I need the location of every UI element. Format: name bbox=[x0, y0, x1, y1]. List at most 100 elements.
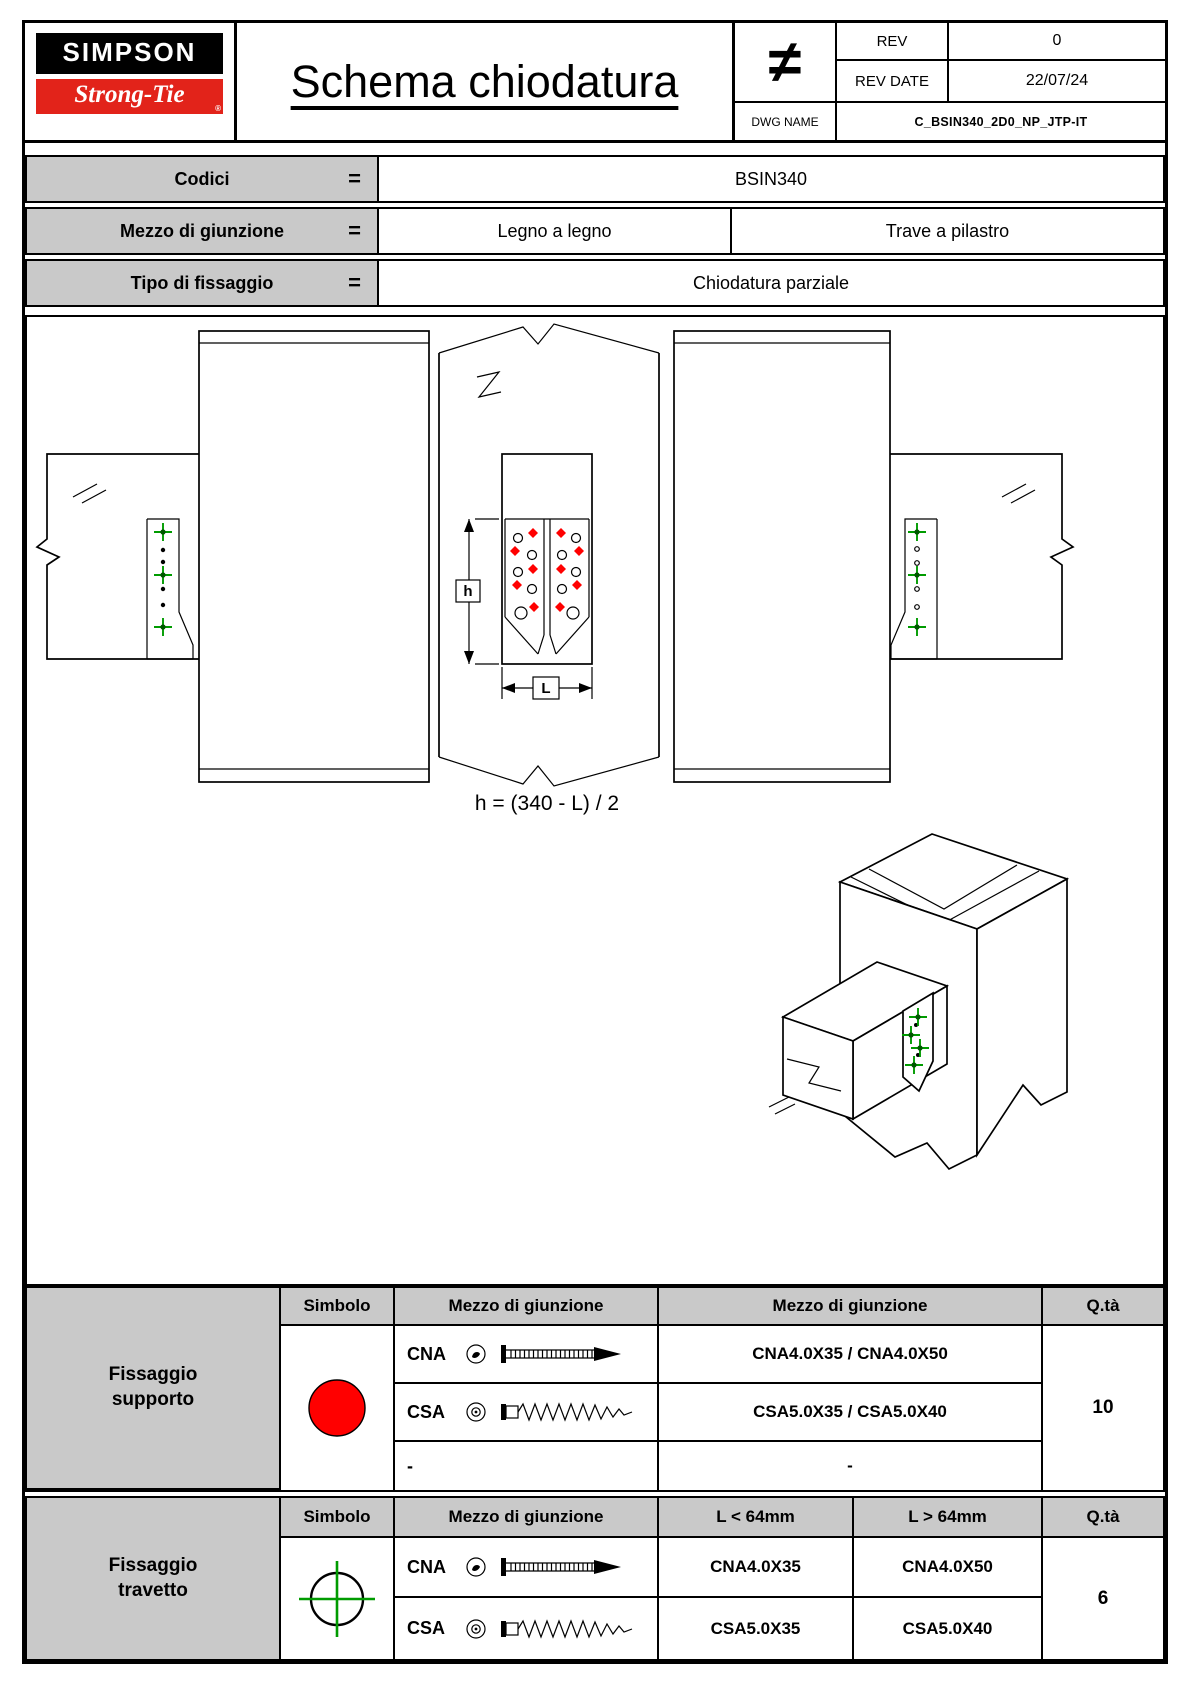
csa-head-mark-icon bbox=[466, 1618, 486, 1639]
break-mark-icon bbox=[476, 371, 502, 398]
col-header-simbolo: Simbolo bbox=[281, 1498, 395, 1538]
registered-mark: ® bbox=[215, 104, 221, 113]
dwg-name-value-cell: C_BSIN340_2D0_NP_JTP-IT bbox=[837, 103, 1165, 143]
strongtie-logo: Strong-Tie ® bbox=[36, 79, 223, 114]
nail-icon bbox=[501, 1345, 621, 1363]
mezzo-label-text: Mezzo di giunzione bbox=[120, 220, 284, 241]
green-crosshair-symbol bbox=[299, 1560, 375, 1637]
csa-head-mark-icon bbox=[466, 1402, 486, 1422]
fissaggio-value: Chiodatura parziale bbox=[692, 272, 850, 293]
info-row-fissaggio: Tipo di fissaggio = Chiodatura parziale bbox=[25, 259, 1165, 307]
travetto-symbol-cell bbox=[281, 1538, 395, 1659]
supporto-cna-cell: CNA bbox=[395, 1326, 659, 1384]
cna-head-mark-icon bbox=[466, 1557, 486, 1577]
supporto-dash-value: - bbox=[659, 1442, 1043, 1490]
rev-date-value-cell: 22/07/24 bbox=[949, 61, 1165, 103]
supporto-row-label: Fissaggio supporto bbox=[27, 1288, 281, 1490]
fastener-code: CNA bbox=[407, 1343, 446, 1364]
height-formula: h = (340 - L) / 2 bbox=[475, 792, 619, 815]
break-mark-icon bbox=[1001, 483, 1036, 504]
supporto-dash-cell: - bbox=[395, 1442, 659, 1490]
table-fissaggio-supporto: Fissaggio supporto Simbolo Mezzo di giun… bbox=[25, 1286, 1165, 1492]
isometric-view bbox=[768, 833, 1070, 1171]
left-beam-side-view bbox=[35, 453, 199, 660]
isometric-hanger bbox=[901, 991, 934, 1093]
mezzo-label: Mezzo di giunzione = bbox=[27, 209, 379, 253]
col-header-l-lt-64: L < 64mm bbox=[659, 1498, 854, 1538]
travetto-qty: 6 bbox=[1043, 1538, 1163, 1659]
col-header-l-gt-64: L > 64mm bbox=[854, 1498, 1043, 1538]
rev-label-cell: REV bbox=[837, 23, 949, 61]
right-beam-side-view bbox=[890, 453, 1075, 660]
codici-label: Codici = bbox=[27, 157, 379, 201]
travetto-cna-lt-value: CNA4.0X35 bbox=[659, 1538, 854, 1598]
mezzo-value-1: Legno a legno bbox=[379, 209, 732, 253]
equals-sign: = bbox=[348, 218, 361, 243]
nail-holes bbox=[512, 532, 582, 620]
supporto-qty: 10 bbox=[1043, 1326, 1163, 1490]
supporto-row-label-text: Fissaggio supporto bbox=[108, 1364, 198, 1410]
col-header-qty: Q.tà bbox=[1043, 1498, 1163, 1538]
info-row-codici: Codici = BSIN340 bbox=[25, 155, 1165, 203]
nail-icon bbox=[501, 1558, 621, 1576]
red-circle-symbol bbox=[308, 1379, 366, 1437]
col-header-qty: Q.tà bbox=[1043, 1288, 1163, 1326]
strongtie-logo-text: Strong-Tie bbox=[74, 81, 185, 108]
left-post-view bbox=[198, 330, 430, 783]
travetto-row-label: Fissaggio travetto bbox=[27, 1498, 281, 1659]
logo-cell: SIMPSON Strong-Tie ® bbox=[25, 23, 237, 143]
dimension-l: L bbox=[501, 667, 593, 700]
col-header-mezzo-2: Mezzo di giunzione bbox=[659, 1288, 1043, 1326]
info-row-mezzo: Mezzo di giunzione = Legno a legno Trave… bbox=[25, 207, 1165, 255]
codici-label-text: Codici bbox=[174, 168, 230, 189]
sheet-frame: SIMPSON Strong-Tie® Schema chiodatura ≠ … bbox=[22, 20, 1168, 1664]
codici-value: BSIN340 bbox=[734, 168, 808, 189]
fissaggio-label-text: Tipo di fissaggio bbox=[130, 272, 274, 293]
supporto-csa-value: CSA5.0X35 / CSA5.0X40 bbox=[659, 1384, 1043, 1442]
screw-icon bbox=[501, 1618, 633, 1639]
supporto-csa-cell: CSA bbox=[395, 1384, 659, 1442]
break-mark-icon bbox=[768, 1096, 796, 1115]
travetto-csa-lt-value: CSA5.0X35 bbox=[659, 1598, 854, 1659]
dimension-h: h bbox=[455, 518, 499, 665]
cna-head-mark-icon bbox=[466, 1344, 486, 1364]
technical-drawing: h L bbox=[35, 323, 1075, 1171]
fastener-code: CSA bbox=[407, 1618, 446, 1638]
equals-sign: = bbox=[348, 166, 361, 191]
travetto-csa-cell: CSA bbox=[395, 1598, 659, 1659]
left-hanger-side-view bbox=[146, 518, 194, 660]
right-post-view bbox=[673, 330, 891, 783]
travetto-cna-cell: CNA bbox=[395, 1538, 659, 1598]
travetto-cna-gt-value: CNA4.0X50 bbox=[854, 1538, 1043, 1598]
supporto-symbol-cell bbox=[281, 1326, 395, 1490]
support-nail-markers bbox=[510, 528, 584, 612]
col-header-simbolo: Simbolo bbox=[281, 1288, 395, 1326]
table-fissaggio-travetto: Fissaggio travetto Simbolo Mezzo di giun… bbox=[25, 1496, 1165, 1661]
rev-value-cell: 0 bbox=[949, 23, 1165, 61]
mezzo-value-2: Trave a pilastro bbox=[885, 220, 1010, 241]
equals-sign: = bbox=[348, 270, 361, 295]
col-header-mezzo: Mezzo di giunzione bbox=[395, 1498, 659, 1538]
title-cell: Schema chiodatura bbox=[237, 23, 735, 143]
simpson-logo: SIMPSON bbox=[36, 33, 223, 74]
not-equal-cell: ≠ bbox=[735, 23, 837, 103]
travetto-row-label-text: Fissaggio travetto bbox=[108, 1554, 198, 1601]
fastener-code: CSA bbox=[407, 1401, 446, 1422]
dim-l-label: L bbox=[541, 680, 550, 697]
screw-icon bbox=[501, 1402, 633, 1422]
drawing-area: h L bbox=[25, 315, 1165, 1286]
break-mark-icon bbox=[72, 483, 107, 504]
not-equal-icon: ≠ bbox=[768, 28, 802, 95]
right-hanger-side-view bbox=[890, 518, 938, 660]
dwg-name-label-cell: DWG NAME bbox=[735, 103, 837, 143]
supporto-cna-value: CNA4.0X35 / CNA4.0X50 bbox=[659, 1326, 1043, 1384]
fastener-code: CNA bbox=[407, 1556, 446, 1577]
dim-h-label: h bbox=[463, 583, 472, 600]
page-title: Schema chiodatura bbox=[290, 55, 679, 107]
col-header-mezzo-1: Mezzo di giunzione bbox=[395, 1288, 659, 1326]
travetto-csa-gt-value: CSA5.0X40 bbox=[854, 1598, 1043, 1659]
rev-date-label-cell: REV DATE bbox=[837, 61, 949, 103]
center-beam-section bbox=[438, 323, 660, 787]
fissaggio-label: Tipo di fissaggio = bbox=[27, 261, 379, 305]
